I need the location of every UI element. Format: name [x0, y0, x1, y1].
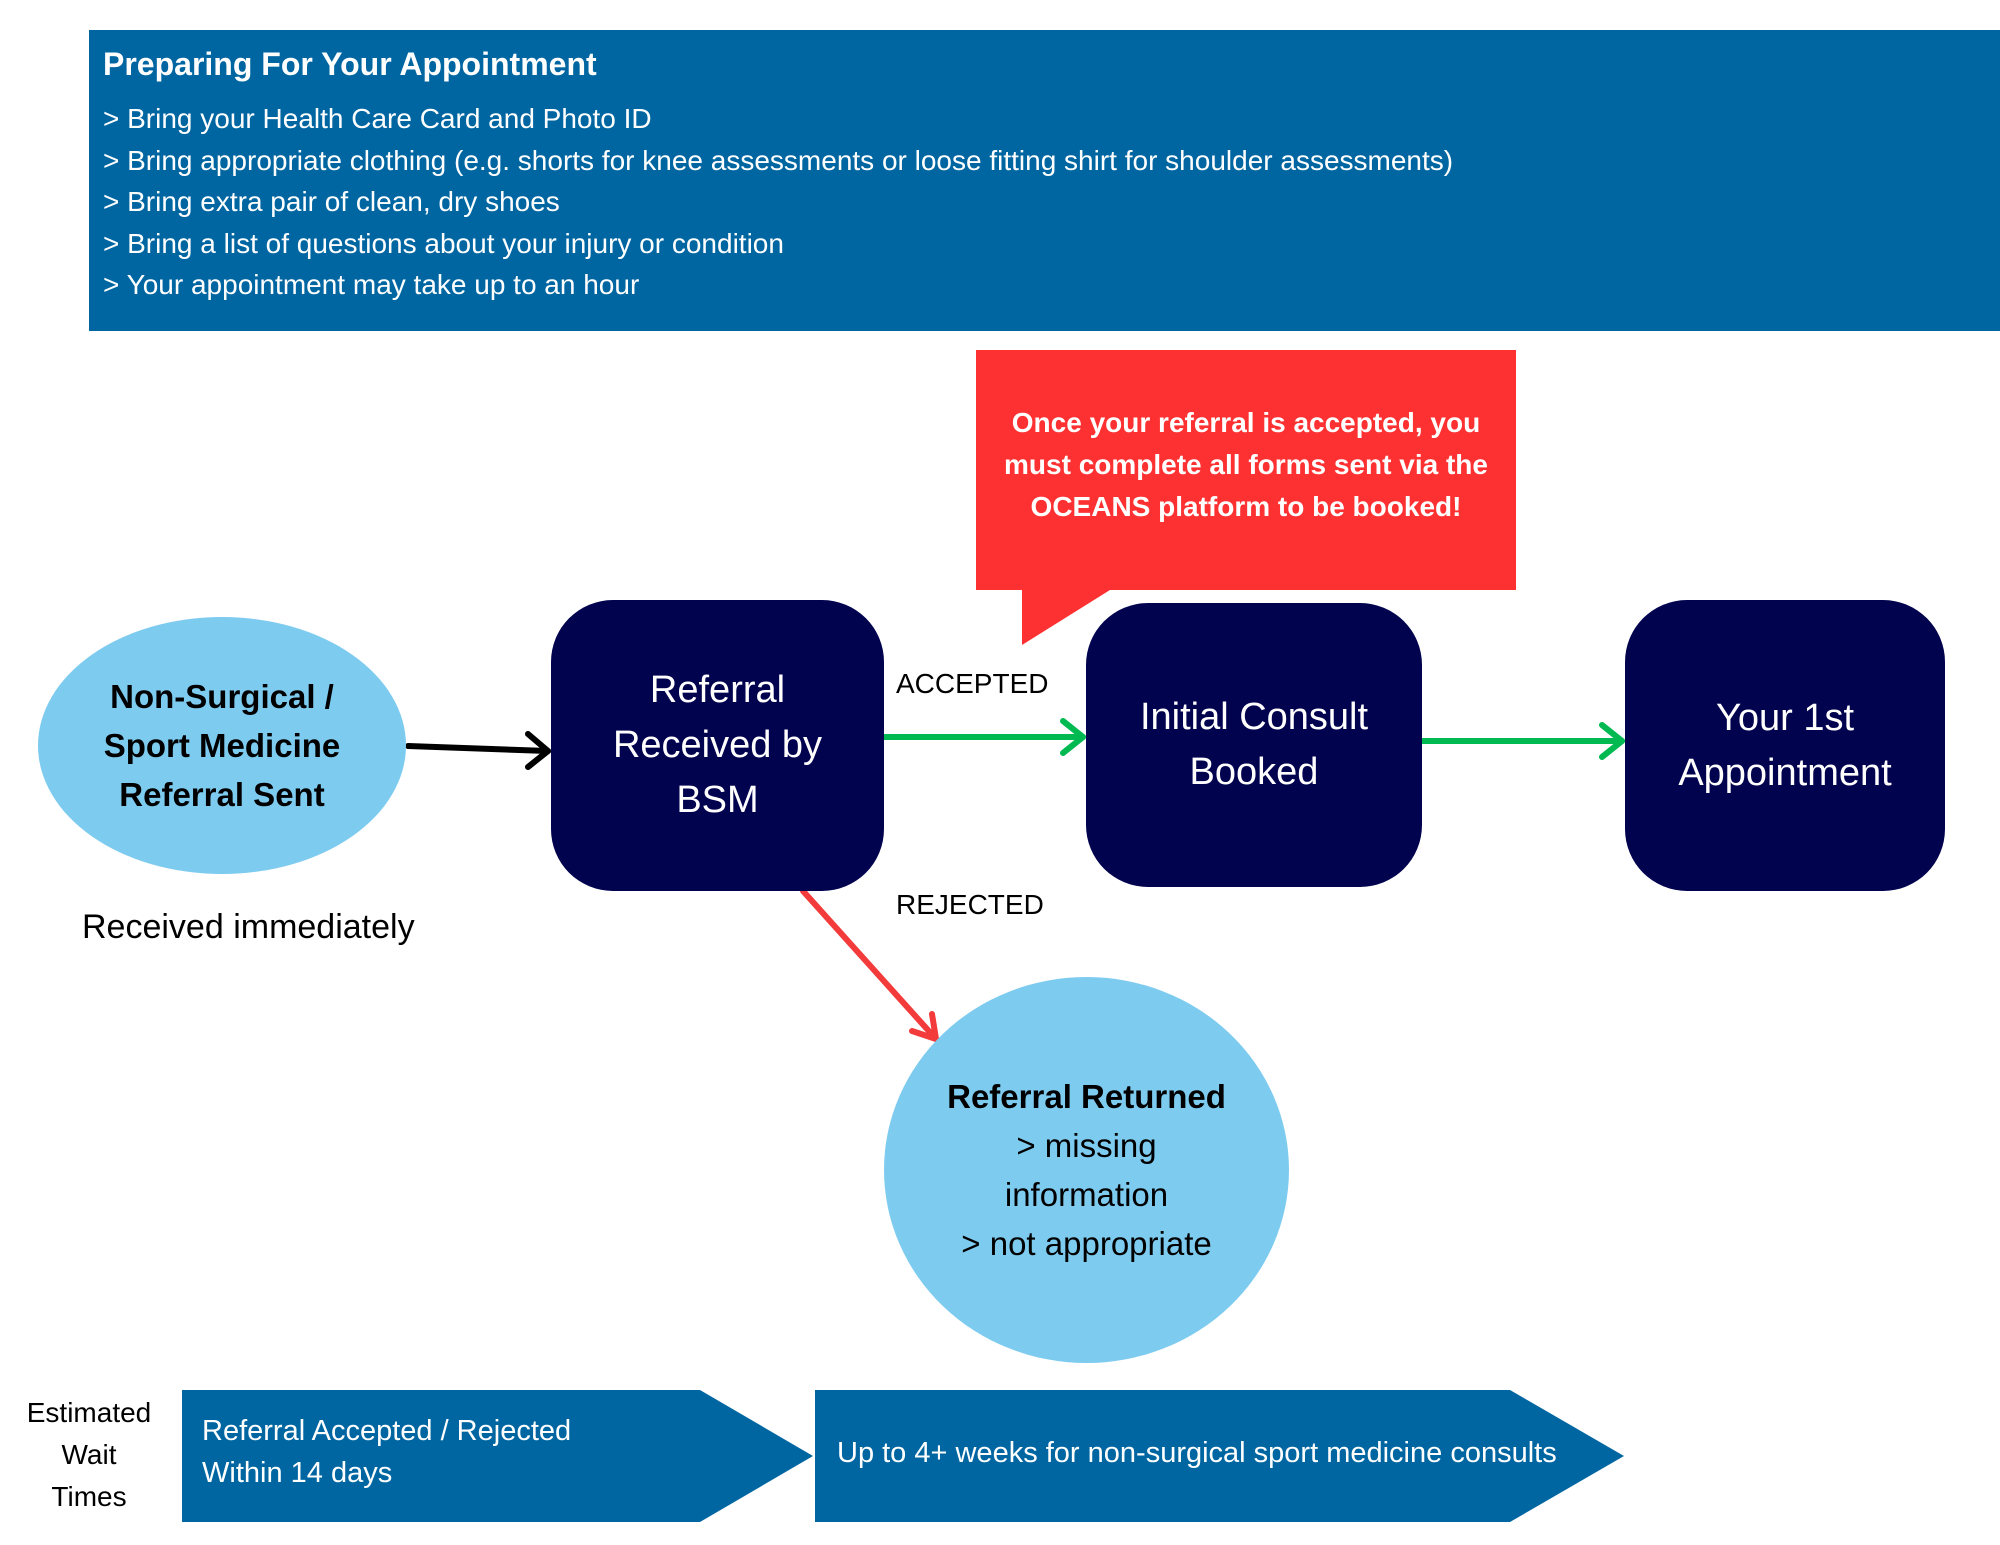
node-label: Non-Surgical /	[110, 678, 334, 715]
timeline-step-1-text: Referral Accepted / Rejected Within 14 d…	[202, 1410, 571, 1494]
referral-sent-node: Non-Surgical / Sport Medicine Referral S…	[38, 617, 406, 874]
arrow-accepted	[881, 718, 1086, 756]
preparation-item: > Bring extra pair of clean, dry shoes	[103, 186, 560, 217]
preparation-panel: Preparing For Your Appointment > Bring y…	[89, 30, 2000, 331]
wait-label-line: Estimated	[26, 1397, 152, 1428]
wait-label-line: Times	[51, 1481, 127, 1512]
timeline-step-1-title: Referral Accepted / Rejected	[202, 1415, 572, 1447]
first-appointment-node: Your 1st Appointment	[1625, 600, 1945, 891]
preparation-list: > Bring your Health Care Card and Photo …	[103, 98, 2000, 306]
callout-shape	[976, 350, 1516, 645]
node-label: Sport Medicine	[103, 727, 341, 764]
timeline-step-1-shape	[182, 1390, 813, 1522]
node-label: Initial Consult	[1139, 696, 1369, 738]
node-title: Referral Returned	[947, 1078, 1226, 1115]
preparation-item: > Bring appropriate clothing (e.g. short…	[103, 144, 1454, 176]
accepted-label: ACCEPTED	[896, 668, 1049, 699]
rejected-label: REJECTED	[896, 889, 1044, 920]
timeline-step-1-duration: Within 14 days	[202, 1457, 393, 1489]
node-label: BSM	[676, 779, 759, 821]
received-immediately-label: Received immediately	[82, 908, 415, 946]
referral-received-node: Referral Received by BSM	[551, 600, 884, 891]
preparation-title: Preparing For Your Appointment	[103, 46, 597, 82]
wait-label-line: Wait	[61, 1439, 117, 1470]
node-label: Referral Sent	[119, 776, 325, 813]
preparation-item: > Bring a list of questions about your i…	[103, 227, 784, 259]
preparation-item: > Your appointment may take up to an hou…	[103, 269, 640, 300]
node-label: > missing	[1016, 1127, 1157, 1164]
arrow-booked-to-first	[1419, 722, 1625, 760]
node-label: > not appropriate	[961, 1225, 1212, 1262]
node-label: Appointment	[1678, 751, 1892, 794]
timeline-step-2-text: Up to 4+ weeks for non-surgical sport me…	[837, 1437, 1557, 1469]
timeline-step-2-shape	[815, 1390, 1624, 1522]
callout-text: Once your referral is accepted, you must…	[1004, 407, 1488, 522]
estimated-wait-times-label: Estimated Wait Times	[14, 1392, 164, 1518]
referral-returned-node: Referral Returned > missing information …	[884, 977, 1289, 1363]
initial-consult-booked-node: Initial Consult Booked	[1086, 603, 1422, 887]
node-label: information	[1004, 1176, 1169, 1213]
node-label: Received by	[612, 724, 823, 766]
node-label: Booked	[1189, 751, 1319, 793]
arrow-sent-to-received	[405, 731, 551, 770]
node-label: Your 1st	[1715, 696, 1855, 739]
preparation-item: > Bring your Health Care Card and Photo …	[103, 103, 652, 134]
node-label: Referral	[649, 669, 786, 711]
